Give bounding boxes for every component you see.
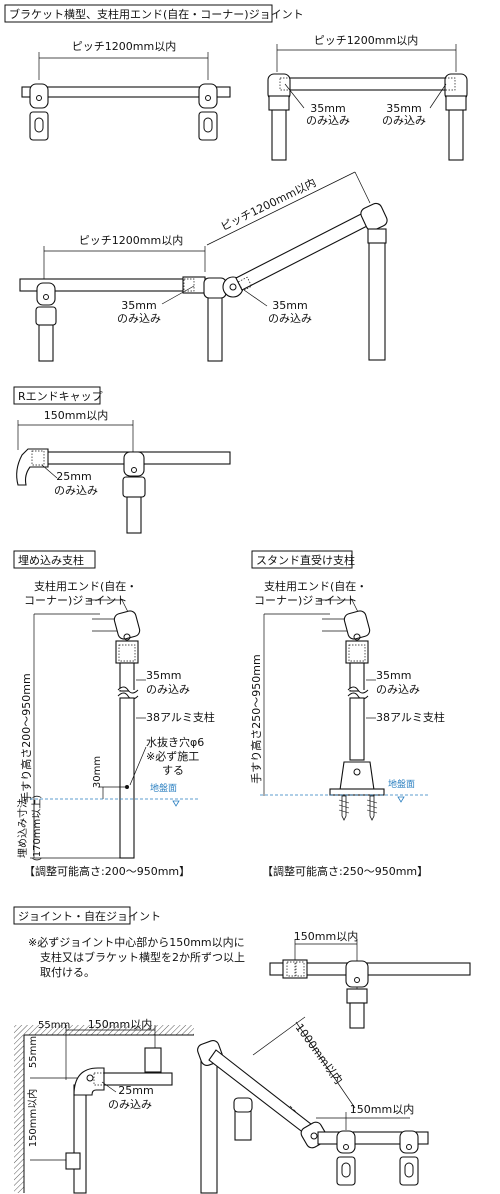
- rcap-insert-text: のみ込み: [54, 484, 98, 497]
- bracket-icon: [29, 83, 49, 141]
- joint-note-2: 支柱又はブラケット横型を2か所ずつ以上: [40, 950, 245, 964]
- anchor-bolt-icon: [338, 795, 350, 821]
- insert-b-mm: 35mm: [386, 102, 421, 115]
- embed-hole-label-3: する: [162, 764, 184, 777]
- section-stand: スタンド直受け支柱 支柱用エンド(自在・ コーナー)ジョイント 手すり高さ250…: [249, 550, 445, 878]
- embed-hole-label-2: ※必ず施工: [146, 750, 199, 763]
- joint-dim-150b: 150mm以内: [350, 1102, 414, 1116]
- section-embed: 埋め込み支柱 支柱用エンド(自在・ コーナー)ジョイント 手すり高さ200～95…: [13, 550, 215, 878]
- section-title-joint: ジョイント・自在ジョイント: [18, 910, 161, 923]
- embed-joint-label-1: 支柱用エンド(自在・: [34, 579, 137, 593]
- pitch-label-c: ピッチ1200mm以内: [79, 233, 183, 247]
- insert-d-mm: 35mm: [272, 299, 307, 312]
- stand-joint-label-2: コーナー)ジョイント: [254, 594, 357, 607]
- embed-height-label: 手すり高さ200～950mm: [19, 673, 33, 802]
- stand-range-label: 【調整可能高さ:250～950mm】: [262, 864, 428, 878]
- embed-joint-label-2: コーナー)ジョイント: [24, 594, 127, 607]
- embed-range-label: 【調整可能高さ:200～950mm】: [24, 864, 190, 878]
- section-bracket: ブラケット横型、支柱用エンド(自在・コーナー)ジョイント ピッチ1200mm以内: [4, 4, 468, 362]
- figure-post-end-joints: ピッチ1200mm以内 35mm のみ込み 35mm のみ込み: [267, 33, 468, 161]
- insert-a-mm: 35mm: [310, 102, 345, 115]
- joint-dim-1000: 1000mm以内: [293, 1021, 346, 1087]
- pitch-label-b: ピッチ1200mm以内: [314, 33, 418, 47]
- section-joint: ジョイント・自在ジョイント ※必ずジョイント中心部から150mm以内に 支柱又は…: [13, 906, 471, 1194]
- joint-dim-top: 150mm以内: [294, 929, 358, 943]
- joint-dim-55: 55mm: [38, 1020, 70, 1031]
- pitch-label-a: ピッチ1200mm以内: [72, 39, 176, 53]
- rcap-dim-label: 150mm以内: [44, 408, 108, 422]
- bracket-icon: [198, 83, 218, 141]
- stand-height-label: 手すり高さ250～950mm: [249, 654, 263, 783]
- stand-ground-label: 地盤面: [388, 778, 415, 790]
- joint-note-3: 取付ける。: [40, 966, 95, 979]
- insert-d-text: のみ込み: [268, 312, 312, 325]
- joint-insert-mm: 25mm: [118, 1084, 153, 1097]
- pitch-label-d: ピッチ1200mm以内: [218, 175, 318, 233]
- figure-bracket-straight: ピッチ1200mm以内: [21, 39, 231, 141]
- embed-hole-label-1: 水抜き穴φ6: [146, 735, 204, 749]
- figure-sloped-rail: ピッチ1200mm以内 ピッチ1200mm以内: [19, 171, 388, 362]
- embed-insert-text: のみ込み: [146, 683, 190, 696]
- embed-depth-label-1: 埋め込み寸法: [16, 798, 29, 858]
- stand-insert-text: のみ込み: [376, 683, 420, 696]
- section-title-stand: スタンド直受け支柱: [256, 553, 355, 567]
- figure-corner-joint: 55mm 150mm以内 55mm 150mm以内 25mm のみ込み: [14, 1017, 194, 1194]
- stand-joint-label-1: 支柱用エンド(自在・: [264, 579, 367, 593]
- figure-free-joint: 1000mm以内 150mm以内: [197, 1016, 429, 1194]
- section-title-rcap: Rエンドキャップ: [18, 390, 103, 403]
- embed-dim-30: 30mm: [92, 756, 103, 788]
- embed-depth-label-2: (170mm以上): [31, 795, 43, 861]
- section-rcap: Rエンドキャップ 150mm以内 25mm のみ込み: [13, 386, 231, 534]
- embed-post-label: 38アルミ支柱: [146, 710, 215, 724]
- insert-a-text: のみ込み: [306, 114, 350, 127]
- insert-c-mm: 35mm: [121, 299, 156, 312]
- rcap-insert-mm: 25mm: [56, 470, 91, 483]
- joint-dim-150v: 150mm以内: [26, 1089, 39, 1148]
- joint-insert-text: のみ込み: [108, 1098, 152, 1111]
- anchor-bolt-icon: [366, 795, 378, 821]
- stand-post-label: 38アルミ支柱: [376, 710, 445, 724]
- figure-straight-joint: 150mm以内: [269, 929, 471, 1029]
- insert-b-text: のみ込み: [382, 114, 426, 127]
- section-title-bracket: ブラケット横型、支柱用エンド(自在・コーナー)ジョイント: [9, 7, 304, 21]
- stand-insert-mm: 35mm: [376, 669, 411, 682]
- embed-insert-mm: 35mm: [146, 669, 181, 682]
- joint-dim-55v: 55mm: [28, 1036, 39, 1068]
- embed-ground-label: 地盤面: [150, 782, 177, 794]
- joint-note-1: ※必ずジョイント中心部から150mm以内に: [28, 935, 245, 949]
- section-title-embed: 埋め込み支柱: [18, 553, 84, 567]
- insert-c-text: のみ込み: [117, 312, 161, 325]
- joint-dim-150a: 150mm以内: [88, 1017, 152, 1031]
